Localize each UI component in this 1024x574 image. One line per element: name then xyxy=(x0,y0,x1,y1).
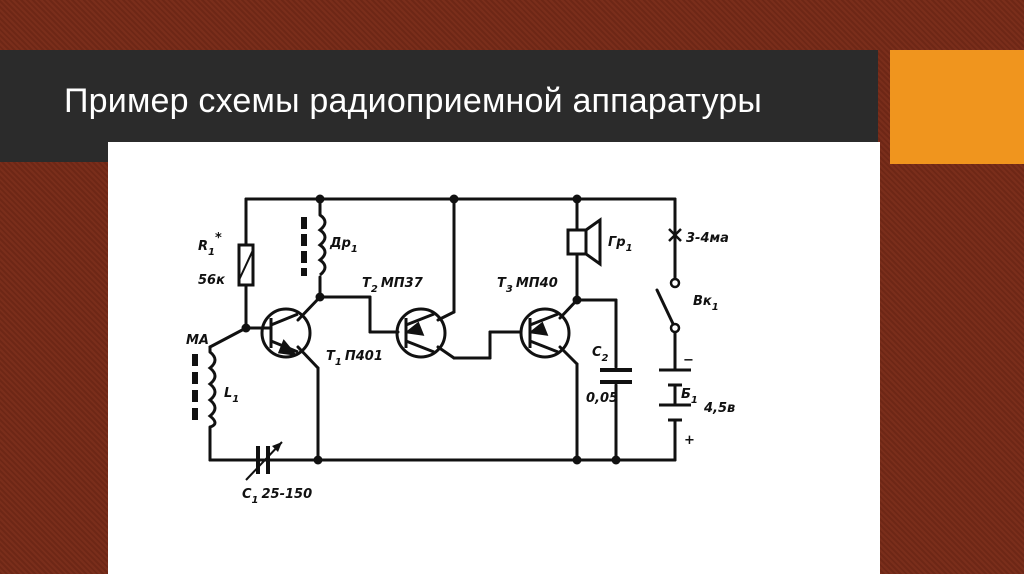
label-gr1: Гр1 xyxy=(608,235,633,254)
label-plus: + xyxy=(684,433,695,448)
label-current: 3-4ма xyxy=(686,231,729,246)
label-r1-value: 56к xyxy=(198,273,226,288)
wire-coil-top xyxy=(208,326,248,349)
dr1-coil xyxy=(317,213,327,277)
vk1-contact-top xyxy=(669,277,681,289)
dr1-core xyxy=(301,217,307,276)
wire-t1-collector xyxy=(296,295,322,322)
label-minus: − xyxy=(683,353,694,368)
t1-transistor xyxy=(260,307,312,359)
wire-switch-blade xyxy=(655,288,677,330)
label-dr1: Др1 xyxy=(329,236,358,255)
slide-title: Пример схемы радиоприемной аппаратуры xyxy=(64,82,763,120)
label-vk1: Вк1 xyxy=(693,294,719,313)
label-ma: МА xyxy=(186,333,209,348)
label-b1: Б1 xyxy=(681,387,698,406)
gr1-speaker xyxy=(566,217,602,267)
l1-core xyxy=(192,354,198,420)
vk1-contact-bottom xyxy=(669,322,681,334)
label-l1: L1 xyxy=(224,386,239,405)
accent-block xyxy=(890,50,1024,164)
junction-dots xyxy=(241,194,621,465)
t3-transistor xyxy=(519,307,571,359)
current-cross xyxy=(668,228,682,242)
label-c2: С2 xyxy=(592,345,609,364)
label-r1: R1* xyxy=(198,231,222,258)
t2-transistor xyxy=(395,307,447,359)
label-b1-value: 4,5в xyxy=(703,401,735,416)
b1-battery xyxy=(659,368,691,422)
l1-coil xyxy=(207,350,217,429)
label-c2-value: 0,05 xyxy=(586,391,618,406)
c2-capacitor xyxy=(600,368,632,384)
